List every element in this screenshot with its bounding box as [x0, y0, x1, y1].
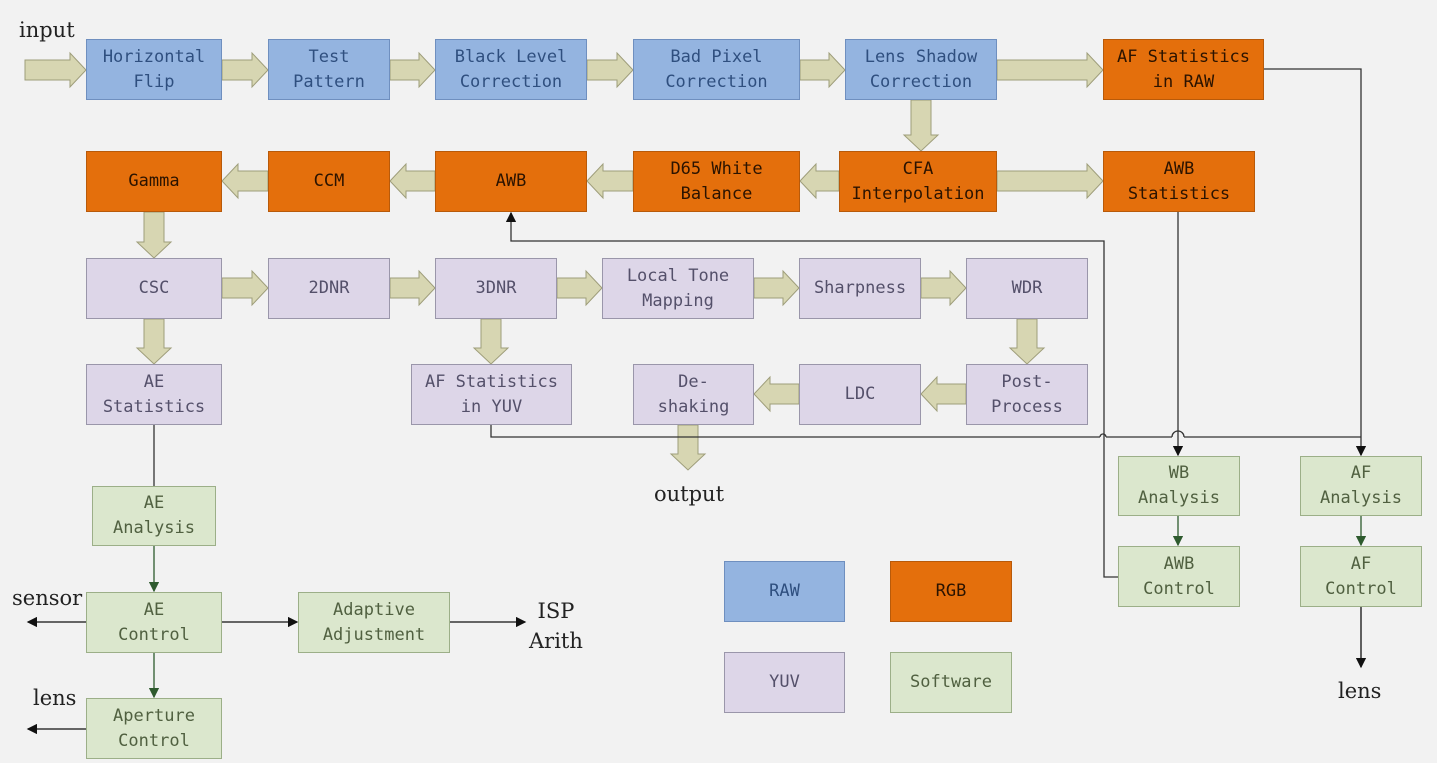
arrow-csc-to-aestat — [135, 318, 173, 365]
arrow-2dnr-to-3dnr — [389, 269, 436, 307]
deshaking-block[interactable]: De- shaking — [633, 364, 754, 425]
cfa-interpolation-block[interactable]: CFA Interpolation — [839, 151, 997, 212]
lens-shadow-correction-block[interactable]: Lens Shadow Correction — [845, 39, 997, 100]
legend-rgb: RGB — [890, 561, 1012, 622]
af-analysis-block[interactable]: AF Analysis — [1300, 456, 1422, 516]
sensor-label: sensor — [12, 586, 83, 610]
3dnr-block[interactable]: 3DNR — [435, 258, 557, 319]
bad-pixel-correction-block[interactable]: Bad Pixel Correction — [633, 39, 800, 100]
awb-control-block[interactable]: AWB Control — [1118, 546, 1240, 607]
gamma-block[interactable]: Gamma — [86, 151, 222, 212]
arrow-bpc-to-lsc — [799, 51, 846, 89]
ae-analysis-block[interactable]: AE Analysis — [92, 486, 216, 546]
legend-software: Software — [890, 652, 1012, 713]
arrow-d65-to-awb — [586, 162, 634, 200]
arrow-lsc-to-cfa — [902, 99, 940, 152]
arrow-hflip-to-test — [221, 51, 269, 89]
awb-block[interactable]: AWB — [435, 151, 587, 212]
arrow-cfa-to-awbstat — [996, 162, 1104, 200]
arrow-test-to-blc — [389, 51, 436, 89]
output-label: output — [654, 482, 725, 506]
line-af-yuv-to-af-analysis — [490, 425, 1361, 438]
arrow-csc-to-2dnr — [221, 269, 269, 307]
black-level-correction-block[interactable]: Black Level Correction — [435, 39, 587, 100]
sharpness-block[interactable]: Sharpness — [799, 258, 921, 319]
arrow-ccm-to-gamma — [221, 162, 269, 200]
lens-label-left: lens — [33, 686, 77, 710]
arrow-ldc-to-deshake — [753, 375, 800, 413]
arrow-awb-to-ccm — [389, 162, 436, 200]
lens-label-right: lens — [1338, 679, 1382, 703]
input-label: input — [19, 18, 75, 42]
aperture-control-block[interactable]: Aperture Control — [86, 698, 222, 759]
wb-analysis-block[interactable]: WB Analysis — [1118, 456, 1240, 516]
af-control-block[interactable]: AF Control — [1300, 546, 1422, 607]
pipeline-flow-arrows — [24, 51, 1104, 471]
ccm-block[interactable]: CCM — [268, 151, 390, 212]
arrow-blc-to-bpc — [586, 51, 634, 89]
arrow-lsc-to-afraw — [996, 51, 1104, 89]
arrow-deshake-to-output — [669, 424, 707, 471]
legend-raw: RAW — [724, 561, 845, 622]
arrow-cfa-to-d65 — [799, 162, 840, 200]
arrow-gamma-to-csc — [135, 211, 173, 259]
ldc-block[interactable]: LDC — [799, 364, 921, 425]
ae-statistics-block[interactable]: AE Statistics — [86, 364, 222, 425]
af-statistics-yuv-block[interactable]: AF Statistics in YUV — [411, 364, 572, 425]
isp-arith-label: ISP Arith — [529, 599, 583, 653]
ae-control-block[interactable]: AE Control — [86, 592, 222, 653]
awb-statistics-block[interactable]: AWB Statistics — [1103, 151, 1255, 212]
legend-yuv: YUV — [724, 652, 845, 713]
horizontal-flip-block[interactable]: Horizontal Flip — [86, 39, 222, 100]
wdr-block[interactable]: WDR — [966, 258, 1088, 319]
local-tone-mapping-block[interactable]: Local Tone Mapping — [602, 258, 754, 319]
line-af-raw-to-af-analysis — [1264, 68, 1367, 457]
arrow-ltm-to-sharp — [753, 269, 800, 307]
d65-white-balance-block[interactable]: D65 White Balance — [633, 151, 800, 212]
arrow-sharp-to-wdr — [920, 269, 967, 307]
af-statistics-raw-block[interactable]: AF Statistics in RAW — [1103, 39, 1264, 100]
test-pattern-block[interactable]: Test Pattern — [268, 39, 390, 100]
2dnr-block[interactable]: 2DNR — [268, 258, 390, 319]
arrow-input-to-hflip — [24, 51, 87, 89]
arrow-3dnr-to-ltm — [556, 269, 603, 307]
arrow-wdr-to-post — [1008, 318, 1046, 365]
arrow-post-to-ldc — [920, 375, 967, 413]
adaptive-adjustment-block[interactable]: Adaptive Adjustment — [298, 592, 450, 653]
line-awb-control-to-awb — [505, 211, 1118, 578]
csc-block[interactable]: CSC — [86, 258, 222, 319]
post-process-block[interactable]: Post- Process — [966, 364, 1088, 425]
arrow-3dnr-to-afyuv — [472, 318, 510, 365]
